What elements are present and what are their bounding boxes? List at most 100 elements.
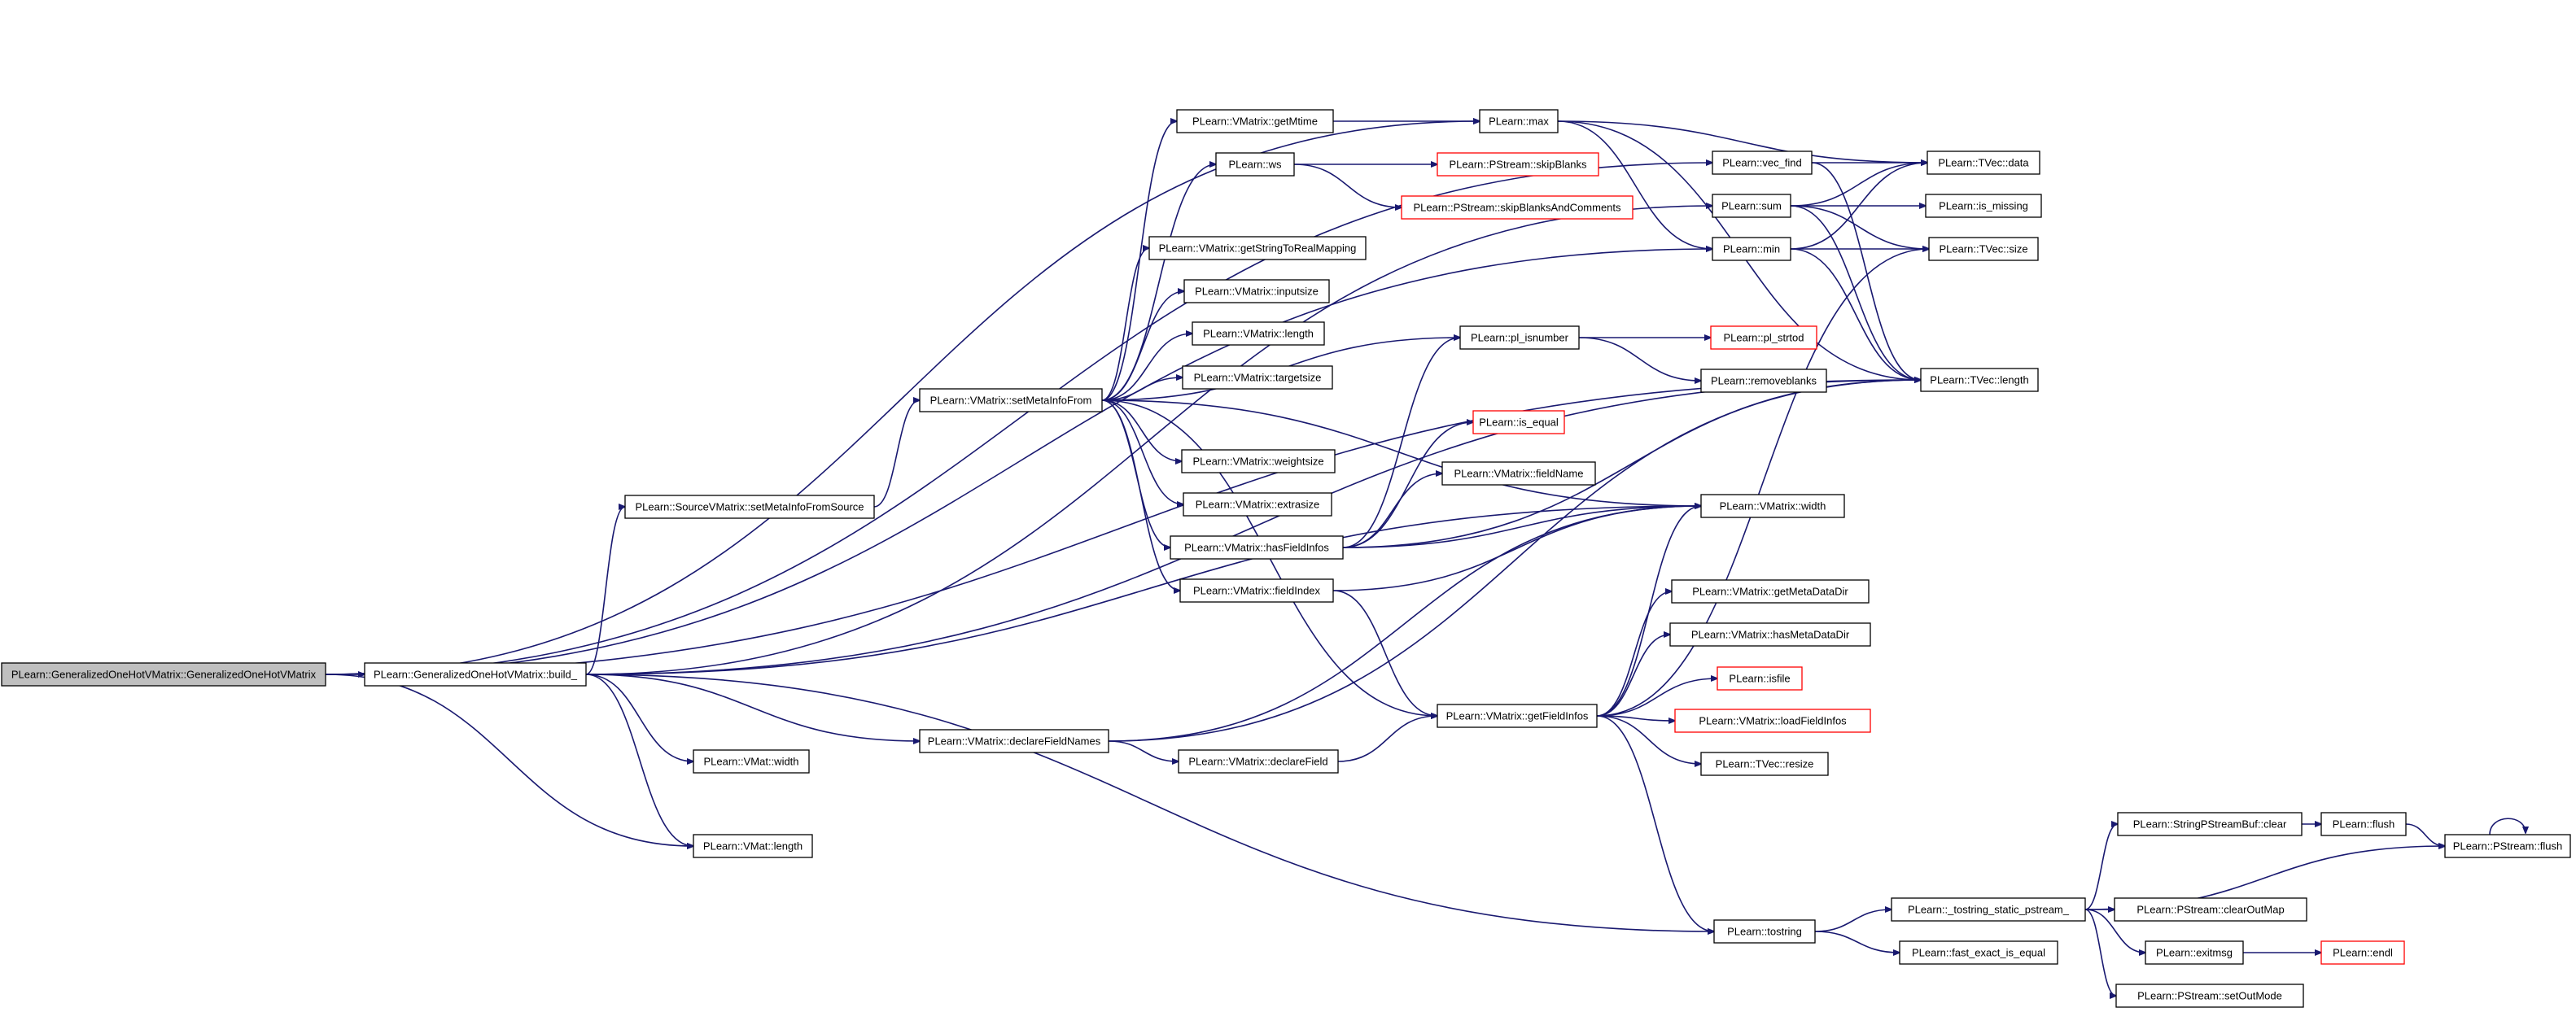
node-box[interactable] [2444, 834, 2571, 858]
node-box[interactable] [624, 495, 875, 519]
node-box[interactable] [1713, 919, 1816, 944]
node-box[interactable] [2145, 940, 2244, 965]
node-plearn-removeblanks[interactable]: PLearn::removeblanks [1700, 369, 1827, 393]
node-plearn-is-missing[interactable]: PLearn::is_missing [1925, 194, 2042, 218]
node-plearn-sum[interactable]: PLearn::sum [1712, 194, 1791, 218]
node-plearn-sourcevmatrix-setmetainfofromsource[interactable]: PLearn::SourceVMatrix::setMetaInfoFromSo… [624, 495, 875, 519]
node-plearn-vmatrix-getstringtorealmapping[interactable]: PLearn::VMatrix::getStringToRealMapping [1148, 236, 1367, 260]
node-plearn-pl-strtod[interactable]: PLearn::pl_strtod [1710, 325, 1817, 350]
node-plearn-pstream-setoutmode[interactable]: PLearn::PStream::setOutMode [2115, 984, 2304, 1008]
node-box[interactable] [1712, 237, 1791, 261]
node-box[interactable] [1183, 279, 1330, 303]
node-plearn-vmatrix-hasmetadatadir[interactable]: PLearn::VMatrix::hasMetaDataDir [1669, 622, 1871, 647]
node-plearn-vmatrix-inputsize[interactable]: PLearn::VMatrix::inputsize [1183, 279, 1330, 303]
node-plearn-vmatrix-getfieldinfos[interactable]: PLearn::VMatrix::getFieldInfos [1437, 704, 1598, 728]
node-plearn-vmatrix-fieldindex[interactable]: PLearn::VMatrix::fieldIndex [1179, 578, 1334, 603]
node-plearn-vmatrix-getmtime[interactable]: PLearn::VMatrix::getMtime [1176, 109, 1334, 133]
node-box[interactable] [1712, 150, 1813, 175]
node-box[interactable] [1920, 368, 2039, 392]
node-box[interactable] [1927, 150, 2040, 175]
node-plearn-vmatrix-extrasize[interactable]: PLearn::VMatrix::extrasize [1183, 492, 1332, 517]
node-box[interactable] [1148, 236, 1367, 260]
node-plearn-vmatrix-targetsize[interactable]: PLearn::VMatrix::targetsize [1182, 365, 1333, 390]
node-plearn-pl-isnumber[interactable]: PLearn::pl_isnumber [1459, 325, 1580, 350]
node-plearn-tvec-data[interactable]: PLearn::TVec::data [1927, 150, 2040, 175]
node-box[interactable] [1925, 194, 2042, 218]
node-plearn-generalizedonehotvmatrix-build[interactable]: PLearn::GeneralizedOneHotVMatrix::build_ [364, 662, 587, 687]
node-plearn-vmatrix-width[interactable]: PLearn::VMatrix::width [1700, 494, 1845, 518]
node-plearn-pstream-clearoutmap[interactable]: PLearn::PStream::clearOutMap [2114, 897, 2307, 922]
node-box[interactable] [364, 662, 587, 687]
node-box[interactable] [1479, 109, 1559, 133]
node-plearn-vmat-width[interactable]: PLearn::VMat::width [693, 749, 810, 774]
node-plearn-fast-exact-is-equal[interactable]: PLearn::fast_exact_is_equal [1899, 940, 2058, 965]
node-plearn-tostring[interactable]: PLearn::tostring [1713, 919, 1816, 944]
node-box[interactable] [1192, 321, 1325, 346]
node-plearn-min[interactable]: PLearn::min [1712, 237, 1791, 261]
node-box[interactable] [2115, 984, 2304, 1008]
node-plearn-isfile[interactable]: PLearn::isfile [1717, 666, 1803, 691]
node-plearn-pstream-skipblanksandcomments[interactable]: PLearn::PStream::skipBlanksAndComments [1401, 195, 1634, 220]
node-box[interactable] [1178, 749, 1339, 774]
node-plearn-flush[interactable]: PLearn::flush [2320, 812, 2407, 836]
node-box[interactable] [1671, 579, 1870, 604]
node-box[interactable] [1472, 410, 1565, 434]
node-box[interactable] [1712, 194, 1791, 218]
node-box[interactable] [1176, 109, 1334, 133]
node-plearn-vmatrix-hasfieldinfos[interactable]: PLearn::VMatrix::hasFieldInfos [1170, 535, 1344, 560]
node-box[interactable] [2117, 812, 2303, 836]
node-plearn-vmatrix-getmetadatadir[interactable]: PLearn::VMatrix::getMetaDataDir [1671, 579, 1870, 604]
node-box[interactable] [1700, 369, 1827, 393]
node-plearn-vmatrix-declarefield[interactable]: PLearn::VMatrix::declareField [1178, 749, 1339, 774]
node-box[interactable] [1179, 578, 1334, 603]
node-box[interactable] [1669, 622, 1871, 647]
node-plearn-vmatrix-declarefieldnames[interactable]: PLearn::VMatrix::declareFieldNames [919, 729, 1109, 753]
node-box[interactable] [1170, 535, 1344, 560]
node-plearn-stringpstreambuf-clear[interactable]: PLearn::StringPStreamBuf::clear [2117, 812, 2303, 836]
node-box[interactable] [693, 749, 810, 774]
node-box[interactable] [1710, 325, 1817, 350]
node-box[interactable] [1674, 709, 1871, 733]
node-box[interactable] [2320, 812, 2407, 836]
node-plearn-vmatrix-loadfieldinfos[interactable]: PLearn::VMatrix::loadFieldInfos [1674, 709, 1871, 733]
node-box[interactable] [919, 388, 1103, 412]
node-plearn-vmatrix-weightsize[interactable]: PLearn::VMatrix::weightsize [1181, 449, 1336, 473]
node-plearn-ws[interactable]: PLearn::ws [1215, 152, 1295, 177]
node-plearn-exitmsg[interactable]: PLearn::exitmsg [2145, 940, 2244, 965]
node-box[interactable] [1401, 195, 1634, 220]
node-plearn-generalizedonehotvmatrix-generalizedonehotvmatrix[interactable]: PLearn::GeneralizedOneHotVMatrix::Genera… [1, 662, 326, 687]
node-box[interactable] [1, 662, 326, 687]
node-plearn-vmatrix-length[interactable]: PLearn::VMatrix::length [1192, 321, 1325, 346]
node-plearn-max[interactable]: PLearn::max [1479, 109, 1559, 133]
node-plearn-tostring-static-pstream[interactable]: PLearn::_tostring_static_pstream_ [1891, 897, 2086, 922]
node-plearn-tvec-resize[interactable]: PLearn::TVec::resize [1700, 752, 1829, 776]
node-plearn-vmatrix-fieldname[interactable]: PLearn::VMatrix::fieldName [1441, 461, 1596, 486]
node-box[interactable] [919, 729, 1109, 753]
node-box[interactable] [1459, 325, 1580, 350]
node-plearn-endl[interactable]: PLearn::endl [2320, 940, 2405, 965]
node-box[interactable] [2114, 897, 2307, 922]
node-box[interactable] [2320, 940, 2405, 965]
node-box[interactable] [1891, 897, 2086, 922]
node-box[interactable] [1183, 492, 1332, 517]
node-box[interactable] [1717, 666, 1803, 691]
node-box[interactable] [1181, 449, 1336, 473]
node-plearn-vmat-length[interactable]: PLearn::VMat::length [693, 834, 813, 858]
node-box[interactable] [1441, 461, 1596, 486]
node-box[interactable] [1928, 237, 2039, 261]
node-box[interactable] [1182, 365, 1333, 390]
node-plearn-tvec-size[interactable]: PLearn::TVec::size [1928, 237, 2039, 261]
node-plearn-vec-find[interactable]: PLearn::vec_find [1712, 150, 1813, 175]
node-box[interactable] [1215, 152, 1295, 177]
node-box[interactable] [693, 834, 813, 858]
node-plearn-pstream-skipblanks[interactable]: PLearn::PStream::skipBlanks [1437, 152, 1599, 177]
node-box[interactable] [1700, 752, 1829, 776]
node-plearn-is-equal[interactable]: PLearn::is_equal [1472, 410, 1565, 434]
node-box[interactable] [1700, 494, 1845, 518]
node-plearn-pstream-flush[interactable]: PLearn::PStream::flush [2444, 834, 2571, 858]
node-plearn-vmatrix-setmetainfofrom[interactable]: PLearn::VMatrix::setMetaInfoFrom [919, 388, 1103, 412]
node-box[interactable] [1899, 940, 2058, 965]
node-plearn-tvec-length[interactable]: PLearn::TVec::length [1920, 368, 2039, 392]
node-box[interactable] [1437, 152, 1599, 177]
node-box[interactable] [1437, 704, 1598, 728]
